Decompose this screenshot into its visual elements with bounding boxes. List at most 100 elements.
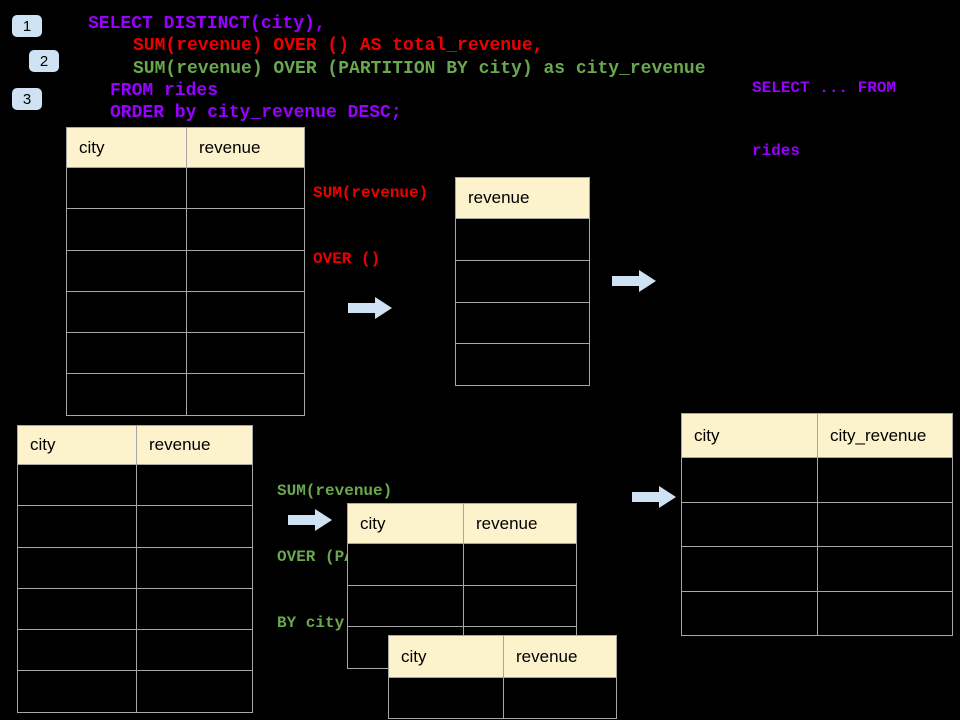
table-row <box>18 465 253 507</box>
sql-line-sum-partition: SUM(revenue) OVER (PARTITION BY city) as… <box>133 59 706 79</box>
table-revenue-only-header: revenue <box>456 178 590 219</box>
table-cell-empty <box>67 250 187 292</box>
table-source-top: city revenue <box>66 127 305 416</box>
arrow-right-icon <box>288 508 333 532</box>
table-row <box>67 333 305 375</box>
table-cell-empty <box>682 458 818 503</box>
table-source-top-header: city revenue <box>67 128 305 168</box>
arrow-right-icon <box>348 296 393 320</box>
table-cell-empty <box>818 458 953 503</box>
table-row <box>389 678 617 719</box>
table-cell-empty <box>818 591 953 636</box>
table-row <box>18 547 253 589</box>
column-header-revenue: revenue <box>187 128 305 168</box>
table-row <box>18 506 253 548</box>
table-row <box>67 374 305 416</box>
table-cell-empty <box>682 502 818 547</box>
table-partition-overlay-header: city revenue <box>389 636 617 678</box>
step-badge-2-label: 2 <box>39 52 49 70</box>
table-cell-empty <box>67 168 187 210</box>
column-header-revenue: revenue <box>137 426 253 465</box>
table-cell-empty <box>67 209 187 251</box>
table-cell-empty <box>348 585 464 628</box>
column-header-city: city <box>67 128 187 168</box>
table-result-right: city city_revenue <box>681 413 953 636</box>
step-badge-3: 3 <box>12 88 42 110</box>
arrow-right-icon <box>632 485 677 509</box>
table-cell-empty <box>456 219 590 261</box>
table-row <box>348 544 577 586</box>
table-cell-empty <box>18 588 137 631</box>
table-cell-empty <box>67 333 187 375</box>
table-cell-empty <box>67 374 187 416</box>
table-partition-mid-header: city revenue <box>348 504 577 544</box>
side-note-line2: rides <box>752 142 801 160</box>
table-revenue-only: revenue <box>455 177 590 386</box>
table-cell-empty <box>187 209 305 251</box>
column-header-city: city <box>18 426 137 465</box>
table-cell-empty <box>137 465 253 507</box>
side-note-line1: SELECT ... FROM <box>752 79 897 97</box>
table-source-bottom-header: city revenue <box>18 426 253 465</box>
column-header-revenue: revenue <box>456 178 590 219</box>
step-badge-3-label: 3 <box>22 90 32 108</box>
column-header-city: city <box>389 636 504 678</box>
table-cell-empty <box>18 465 137 507</box>
column-header-revenue: revenue <box>464 504 577 544</box>
table-cell-empty <box>137 547 253 589</box>
sql-line-order: ORDER by city_revenue DESC; <box>110 103 402 123</box>
table-cell-empty <box>456 302 590 345</box>
label-sum-over-partition-line1: SUM(revenue) <box>277 482 393 500</box>
table-cell-empty <box>187 291 305 334</box>
table-cell-empty <box>464 544 577 586</box>
table-row <box>682 547 953 592</box>
table-row <box>67 209 305 251</box>
table-cell-empty <box>389 678 504 719</box>
table-row <box>18 630 253 672</box>
step-badge-2: 2 <box>29 50 59 72</box>
table-cell-empty <box>18 547 137 589</box>
sql-line-from: FROM rides <box>110 81 219 101</box>
table-cell-empty <box>137 671 253 713</box>
table-row <box>682 591 953 636</box>
column-header-revenue: revenue <box>504 636 617 678</box>
sql-line-sum-total: SUM(revenue) OVER () AS total_revenue, <box>133 36 544 56</box>
table-row <box>67 250 305 292</box>
table-cell-empty <box>137 630 253 672</box>
table-result-right-header: city city_revenue <box>682 414 953 458</box>
table-row <box>456 219 590 261</box>
label-sum-over-total: SUM(revenue) OVER () <box>313 138 428 314</box>
table-cell-empty <box>818 547 953 592</box>
table-row <box>456 302 590 345</box>
sql-line-select: SELECT DISTINCT(city), <box>88 14 326 34</box>
table-cell-empty <box>456 260 590 303</box>
table-row <box>67 168 305 210</box>
label-sum-over-total-line1: SUM(revenue) <box>313 184 429 202</box>
arrow-right-icon <box>612 269 657 293</box>
table-row <box>18 588 253 631</box>
table-cell-empty <box>818 502 953 547</box>
table-row <box>67 291 305 334</box>
step-badge-1-label: 1 <box>22 17 32 35</box>
table-partition-overlay: city revenue <box>388 635 617 719</box>
table-source-bottom: city revenue <box>17 425 253 713</box>
table-row <box>682 502 953 547</box>
table-cell-empty <box>682 591 818 636</box>
table-cell-empty <box>187 168 305 210</box>
table-cell-empty <box>187 374 305 416</box>
label-sum-over-partition-line3: BY city) <box>277 614 354 632</box>
table-cell-empty <box>456 344 590 386</box>
side-note-select-from: SELECT ... FROM rides <box>752 36 896 204</box>
table-cell-empty <box>682 547 818 592</box>
table-cell-empty <box>137 588 253 631</box>
column-header-city: city <box>348 504 464 544</box>
table-row <box>348 585 577 628</box>
table-row <box>682 458 953 503</box>
table-cell-empty <box>187 250 305 292</box>
table-cell-empty <box>187 333 305 375</box>
label-sum-over-total-line2: OVER () <box>313 250 381 268</box>
table-cell-empty <box>137 506 253 548</box>
table-cell-empty <box>464 585 577 628</box>
column-header-city: city <box>682 414 818 458</box>
